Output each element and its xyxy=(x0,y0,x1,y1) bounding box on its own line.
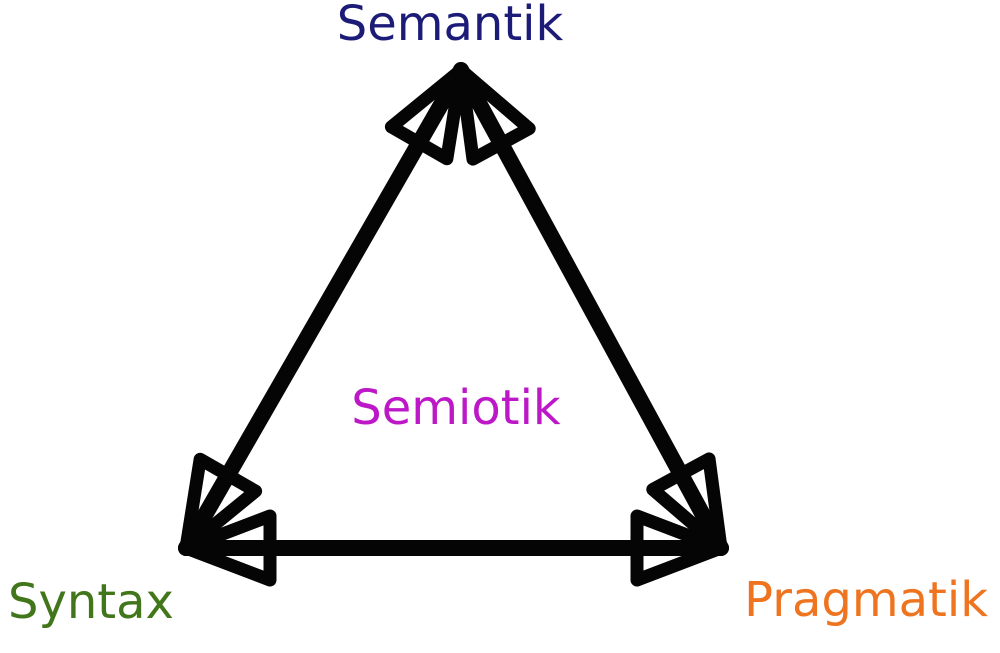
arrowhead-to-semantik-from-pragmatik xyxy=(454,63,536,166)
node-label-semantik: Semantik xyxy=(336,0,564,52)
arrowhead-to-pragmatik-from-semantik xyxy=(646,452,728,555)
node-label-syntax: Syntax xyxy=(8,574,174,630)
edge-semantik-pragmatik xyxy=(453,62,729,556)
edge-semantik-syntax xyxy=(178,62,469,556)
arrowhead-to-pragmatik-from-syntax xyxy=(630,509,728,587)
arrowhead-to-syntax-from-semantik xyxy=(179,452,263,555)
node-label-pragmatik: Pragmatik xyxy=(744,572,988,628)
arrowhead-to-semantik-from-syntax xyxy=(384,63,468,166)
center-label-semiotik: Semiotik xyxy=(351,380,561,436)
arrowhead-to-syntax-from-pragmatik xyxy=(179,509,277,587)
